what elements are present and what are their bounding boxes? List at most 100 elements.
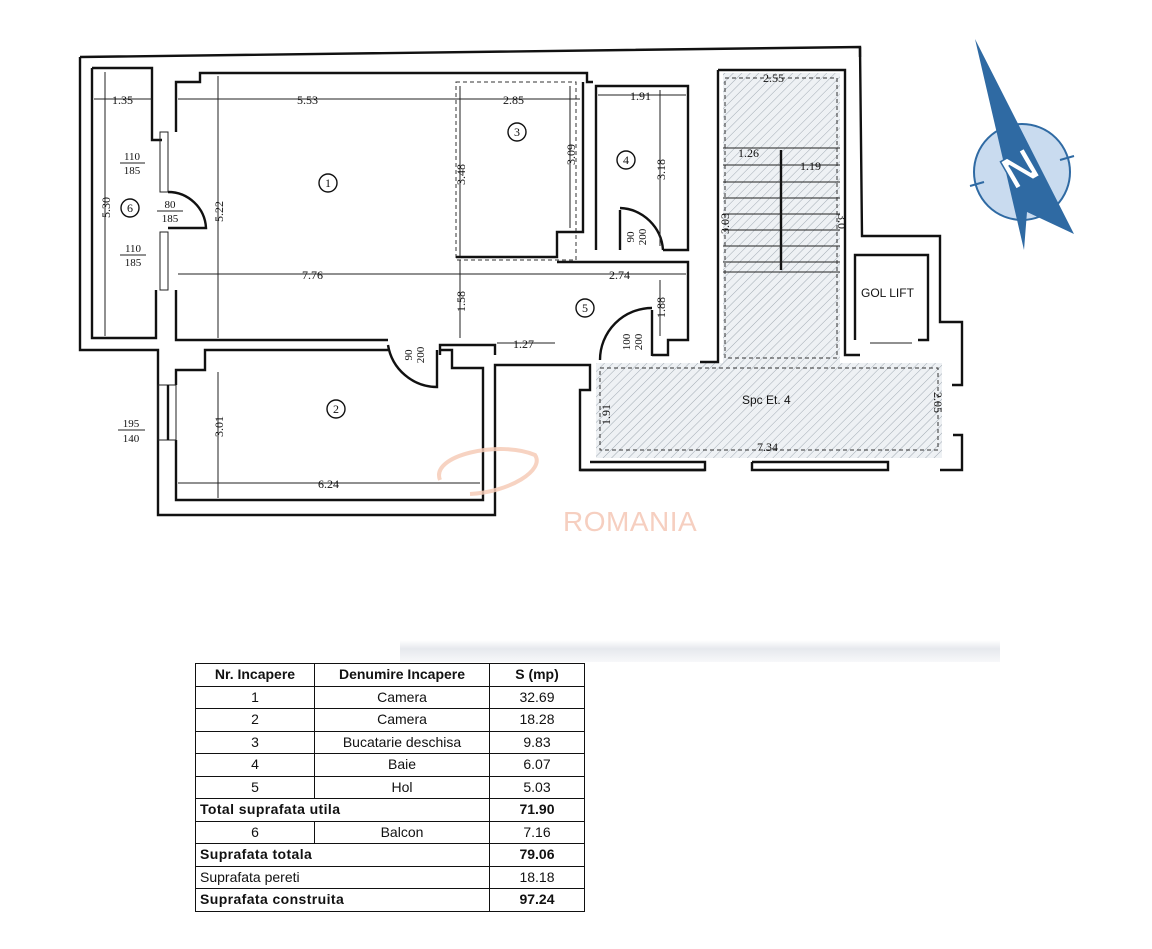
svg-text:1.88: 1.88 <box>654 297 668 318</box>
dimension-lines <box>94 72 686 498</box>
svg-text:100: 100 <box>621 333 633 350</box>
svg-text:185: 185 <box>162 213 179 225</box>
walls-area-value: 18.18 <box>489 865 585 889</box>
cell-nr: 4 <box>195 753 315 777</box>
cell-area: 7.16 <box>489 820 585 844</box>
svg-text:1.35: 1.35 <box>112 93 133 107</box>
dimension-values: 1.35 5.53 2.85 1.91 7.76 2.74 1.27 6.24 … <box>99 71 945 491</box>
svg-text:5.30: 5.30 <box>99 197 113 218</box>
built-area-row: Suprafata construita 97.24 <box>195 888 585 912</box>
built-area-label: Suprafata construita <box>195 888 490 912</box>
outer-walls <box>78 45 964 517</box>
svg-text:3.03: 3.03 <box>718 213 732 234</box>
svg-text:1.19: 1.19 <box>800 159 821 173</box>
floor-plan: 1 2 3 4 5 6 1.35 5.53 2.85 1.91 7.76 2.7… <box>78 39 1075 517</box>
svg-text:3: 3 <box>514 125 520 139</box>
cell-area: 6.07 <box>489 753 585 777</box>
svg-text:1.91: 1.91 <box>630 89 651 103</box>
svg-text:2.74: 2.74 <box>609 268 630 282</box>
cell-nr: 3 <box>195 730 315 754</box>
table-row: 3 Bucatarie deschisa 9.83 <box>195 730 585 754</box>
table-header-row: Nr. Incapere Denumire Incapere S (mp) <box>195 663 585 687</box>
svg-text:1.27: 1.27 <box>513 337 534 351</box>
svg-text:7.34: 7.34 <box>757 440 778 454</box>
scan-artifact <box>400 640 1000 662</box>
cell-name: Baie <box>314 753 490 777</box>
landing-label: Spc Et. 4 <box>742 393 791 407</box>
table-row: 2 Camera 18.28 <box>195 708 585 732</box>
cell-nr: 6 <box>195 820 315 844</box>
room-number-labels: 1 2 3 4 5 6 <box>120 122 636 419</box>
room-2-camera <box>157 344 485 502</box>
cell-area: 32.69 <box>489 685 585 709</box>
header-area: S (mp) <box>489 663 585 687</box>
svg-text:80: 80 <box>165 199 177 211</box>
total-useful-row: Total suprafata utila 71.90 <box>195 798 585 822</box>
cell-name: Camera <box>314 708 490 732</box>
table-row: 5 Hol 5.03 <box>195 775 585 799</box>
svg-text:3.09: 3.09 <box>564 144 578 165</box>
walls-area-label: Suprafata pereti <box>195 865 490 889</box>
svg-text:140: 140 <box>123 433 140 445</box>
cell-name: Balcon <box>314 820 490 844</box>
cell-name: Bucatarie deschisa <box>314 730 490 754</box>
svg-text:4: 4 <box>623 153 629 167</box>
total-useful-area: 71.90 <box>489 798 585 822</box>
room-5-hall <box>438 260 690 361</box>
svg-text:2.85: 2.85 <box>503 93 524 107</box>
svg-text:3.0: 3.0 <box>835 214 849 229</box>
svg-text:2.05: 2.05 <box>931 392 945 413</box>
watermark-swoosh-icon <box>437 447 539 496</box>
total-area-row: Suprafata totala 79.06 <box>195 843 585 867</box>
svg-text:200: 200 <box>415 346 427 363</box>
svg-text:110: 110 <box>124 151 141 163</box>
total-useful-label: Total suprafata utila <box>195 798 490 822</box>
stairwell <box>599 68 939 451</box>
svg-text:3.01: 3.01 <box>212 416 226 437</box>
svg-text:5.22: 5.22 <box>212 201 226 222</box>
lift-shaft <box>853 253 930 344</box>
watermark-text: ROMANIA <box>563 506 698 537</box>
svg-text:90: 90 <box>625 231 637 243</box>
svg-text:2: 2 <box>333 402 339 416</box>
svg-text:6.24: 6.24 <box>318 477 339 491</box>
walls-area-row: Suprafata pereti 18.18 <box>195 865 585 889</box>
balcony-room-6 <box>90 66 208 340</box>
svg-text:6: 6 <box>127 201 133 215</box>
svg-text:200: 200 <box>633 333 645 350</box>
svg-text:1.26: 1.26 <box>738 146 759 160</box>
total-area-label: Suprafata totala <box>195 843 490 867</box>
cell-name: Camera <box>314 685 490 709</box>
svg-text:3.18: 3.18 <box>654 159 668 180</box>
svg-text:7.76: 7.76 <box>302 268 323 282</box>
cell-nr: 5 <box>195 775 315 799</box>
svg-text:2.55: 2.55 <box>763 71 784 85</box>
cell-area: 9.83 <box>489 730 585 754</box>
svg-text:90: 90 <box>403 349 415 361</box>
stairwell-hatch <box>596 73 942 458</box>
svg-text:110: 110 <box>125 243 142 255</box>
room-3-kitchen <box>456 82 585 259</box>
svg-text:3.48: 3.48 <box>454 164 468 185</box>
balcony-row: 6 Balcon 7.16 <box>195 820 585 844</box>
svg-text:5.53: 5.53 <box>297 93 318 107</box>
north-compass-icon: N <box>969 39 1075 250</box>
svg-text:200: 200 <box>637 228 649 245</box>
cell-nr: 2 <box>195 708 315 732</box>
svg-text:5: 5 <box>582 301 588 315</box>
table-row: 4 Baie 6.07 <box>195 753 585 777</box>
svg-text:1.58: 1.58 <box>454 291 468 312</box>
opening-labels: 110 185 80 185 110 185 195 140 90 200 90… <box>118 151 649 445</box>
room-areas-table: Nr. Incapere Denumire Incapere S (mp) 1 … <box>195 663 585 912</box>
room-1-camera <box>174 71 593 342</box>
header-room-number: Nr. Incapere <box>195 663 315 687</box>
cell-nr: 1 <box>195 685 315 709</box>
header-room-name: Denumire Incapere <box>314 663 490 687</box>
total-area-value: 79.06 <box>489 843 585 867</box>
svg-text:195: 195 <box>123 418 140 430</box>
lift-label: GOL LIFT <box>861 286 915 300</box>
room-4-bath <box>594 84 690 252</box>
svg-text:1.91: 1.91 <box>599 404 613 425</box>
cell-area: 5.03 <box>489 775 585 799</box>
svg-text:185: 185 <box>124 165 141 177</box>
